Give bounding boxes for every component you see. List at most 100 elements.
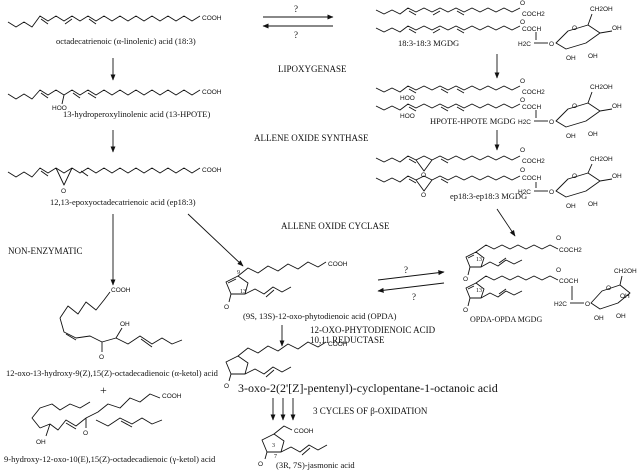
question-mark: ? bbox=[294, 4, 298, 14]
carbonyl-oxygen: O bbox=[520, 97, 525, 104]
hydroxyl: OH bbox=[612, 25, 622, 32]
mgdg-opda-label: OPDA-OPDA MGDG bbox=[470, 315, 542, 324]
alpha-ketol-label: 12-oxo-13-hydroxy-9(Z),15(Z)-octadecadie… bbox=[6, 368, 219, 378]
linolenic-acid-structure: COOH bbox=[7, 15, 222, 28]
hpote-structure: HOO COOH bbox=[7, 89, 222, 112]
hydroxyl: OH bbox=[620, 293, 630, 300]
carbonyl-oxygen: O bbox=[520, 19, 525, 26]
cooh-group: COOH bbox=[328, 341, 348, 348]
ester-coch2: COCH2 bbox=[559, 247, 582, 254]
equilibrium-arrows-opda: ? ? bbox=[377, 265, 445, 302]
ester-coch: COCH bbox=[522, 26, 541, 33]
carbonyl-oxygen: O bbox=[556, 267, 561, 274]
opc8-label: 3-oxo-2(2'[Z]-pentenyl)-cyclopentane-1-o… bbox=[238, 381, 498, 395]
arrow-mgdg3-to-mgdg4 bbox=[496, 208, 516, 237]
cooh-group: COOH bbox=[202, 167, 222, 174]
jasmonic-acid-structure: O 3 7 COOH bbox=[258, 425, 328, 468]
glycosidic-oxygen: O bbox=[549, 119, 554, 126]
question-mark: ? bbox=[404, 265, 408, 275]
plus-sign: + bbox=[100, 383, 107, 397]
ring-oxygen: O bbox=[572, 25, 577, 32]
locant-13: 13 bbox=[476, 257, 482, 263]
glycosidic-oxygen: O bbox=[549, 189, 554, 196]
hydroxyl: OH bbox=[612, 103, 622, 110]
beta-oxidation-step: 3 CYCLES OF β-OXIDATION bbox=[313, 406, 428, 416]
reductase-step-line2: 10,11 REDUCTASE bbox=[310, 335, 385, 345]
equilibrium-arrows-top: ? ? bbox=[262, 4, 334, 40]
cooh-group: COOH bbox=[162, 393, 182, 400]
cooh-group: COOH bbox=[111, 287, 131, 294]
hoo-group: HOO bbox=[52, 105, 67, 112]
epoxide-oxygen: O bbox=[421, 192, 426, 199]
ketone-oxygen: O bbox=[99, 354, 104, 361]
locant-9: 9 bbox=[237, 270, 240, 276]
carbonyl-oxygen: O bbox=[520, 0, 525, 7]
question-mark: ? bbox=[412, 292, 416, 302]
ep183-structure: O COOH bbox=[7, 167, 222, 195]
carbonyl-oxygen: O bbox=[520, 147, 525, 154]
locant-13: 13 bbox=[240, 289, 246, 295]
hydroxyl: OH bbox=[588, 53, 598, 60]
allene-oxide-cyclase-step: ALLENE OXIDE CYCLASE bbox=[281, 221, 390, 231]
ketone-oxygen: O bbox=[224, 383, 229, 390]
question-mark: ? bbox=[294, 30, 298, 40]
carbonyl-oxygen: O bbox=[556, 235, 561, 242]
mgdg-hpote-label: HPOTE-HPOTE MGDG bbox=[430, 116, 516, 126]
linolenic-acid-label: octadecatrienoic (α-linolenic) acid (18:… bbox=[56, 36, 196, 46]
mgdg-ep183-label: ep18:3-ep18:3 MGDG bbox=[450, 191, 527, 201]
ketone-oxygen: O bbox=[463, 276, 468, 283]
hydroxyl: OH bbox=[588, 131, 598, 138]
ester-coch: COCH bbox=[522, 104, 541, 111]
mgdg-opda-structure: O COCH2 O O COCH O 13 13 H2C O O CH2OH O… bbox=[463, 235, 637, 322]
cooh-group: COOH bbox=[294, 428, 314, 435]
opda-structure: O 9 13 COOH bbox=[224, 261, 348, 311]
nonenzymatic-step: NON-ENZYMATIC bbox=[8, 246, 83, 256]
ketone-oxygen: O bbox=[258, 461, 263, 468]
hydroxyl: OH bbox=[36, 439, 46, 446]
hoo-group: HOO bbox=[400, 113, 415, 120]
ch2oh-group: CH2OH bbox=[590, 6, 613, 13]
carbonyl-oxygen: O bbox=[520, 167, 525, 174]
hydroxyl: OH bbox=[588, 201, 598, 208]
ring-oxygen: O bbox=[606, 285, 611, 292]
mgdg-183-structure: COCH2 COCH O O H2C O O CH2OH OH OH OH bbox=[375, 0, 622, 62]
ch2oh-group: CH2OH bbox=[614, 268, 637, 275]
hydroxyl: OH bbox=[594, 315, 604, 322]
glycerol-h2c: H2C bbox=[518, 41, 531, 48]
alpha-ketol-structure: COOH O OH bbox=[59, 287, 183, 361]
beta-oxidation-arrows bbox=[270, 398, 296, 421]
hydroxyl: OH bbox=[566, 203, 576, 210]
ch2oh-group: CH2OH bbox=[590, 84, 613, 91]
locant-3: 3 bbox=[272, 443, 275, 449]
locant-13: 13 bbox=[476, 288, 482, 294]
mgdg-hpote-structure: HOO HOO COCH2 COCH O O H2C O O CH2OH OH … bbox=[375, 78, 622, 140]
cooh-group: COOH bbox=[328, 261, 348, 268]
ester-coch2: COCH2 bbox=[522, 11, 545, 18]
hydroxyl: OH bbox=[120, 321, 130, 328]
mgdg-ep183-structure: O O COCH2 COCH O O H2C O O CH2OH OH OH O… bbox=[375, 147, 622, 210]
ketone-oxygen: O bbox=[224, 304, 229, 311]
mgdg-183-label: 18:3-18:3 MGDG bbox=[398, 38, 459, 48]
hydroxyl: OH bbox=[612, 173, 622, 180]
epoxide-oxygen: O bbox=[421, 172, 426, 179]
ch2oh-group: CH2OH bbox=[590, 156, 613, 163]
opda-label: (9S, 13S)-12-oxo-phytodienoic acid (OPDA… bbox=[243, 311, 397, 321]
allene-oxide-synthase-step: ALLENE OXIDE SYNTHASE bbox=[254, 133, 369, 143]
glycerol-h2c: H2C bbox=[518, 119, 531, 126]
glycerol-h2c: H2C bbox=[554, 301, 567, 308]
reductase-step-line1: 12-OXO-PHYTODIENOIC ACID bbox=[310, 325, 436, 335]
ring-oxygen: O bbox=[572, 103, 577, 110]
ketone-oxygen: O bbox=[83, 430, 88, 437]
ester-coch2: COCH2 bbox=[522, 158, 545, 165]
ring-oxygen: O bbox=[572, 173, 577, 180]
opc8-structure: O COOH bbox=[224, 341, 348, 390]
hoo-group: HOO bbox=[400, 95, 415, 102]
ester-coch: COCH bbox=[559, 278, 578, 285]
cooh-group: COOH bbox=[202, 89, 222, 96]
carbonyl-oxygen: O bbox=[520, 78, 525, 85]
hydroxyl: OH bbox=[566, 55, 576, 62]
locant-7: 7 bbox=[274, 454, 277, 460]
gamma-ketol-structure: OH O COOH bbox=[31, 393, 182, 446]
glycerol-h2c: H2C bbox=[518, 189, 531, 196]
